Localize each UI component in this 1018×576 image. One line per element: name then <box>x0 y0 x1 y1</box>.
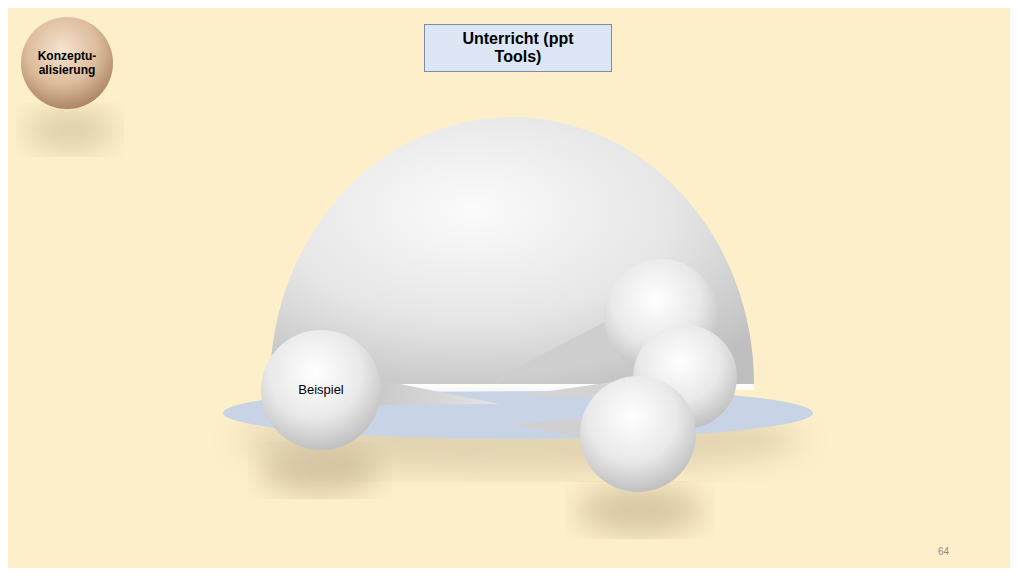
callout-wedge <box>370 378 500 405</box>
sphere-node: Konzeptu- alisierung <box>21 17 113 109</box>
background <box>8 8 1010 568</box>
sphere-node: Beispiel <box>261 330 381 450</box>
shadow <box>25 108 115 152</box>
callout-wedge <box>512 418 592 440</box>
title: Unterricht (ppt Tools) <box>458 30 578 66</box>
page-number: 64 <box>938 546 949 557</box>
shadow <box>260 446 380 494</box>
shadow <box>578 486 702 534</box>
title-box: Unterricht (ppt Tools) <box>424 24 612 72</box>
sphere <box>580 376 696 492</box>
node-label: Beispiel <box>271 382 371 398</box>
node-label: Konzeptu- alisierung <box>29 49 105 77</box>
